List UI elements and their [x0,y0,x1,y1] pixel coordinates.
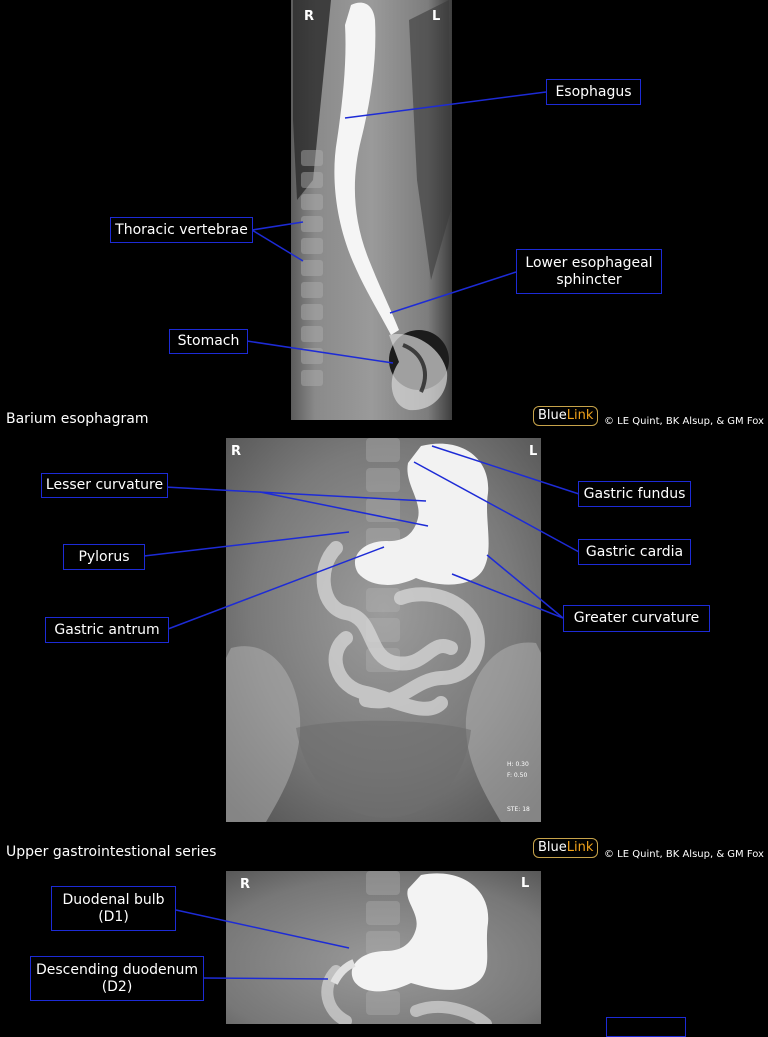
duodenum-xray-image [226,871,541,1024]
descending-duodenum-label: Descending duodenum (D2) [30,956,204,1001]
les-label: Lower esophageal sphincter [516,249,662,294]
thoracic-vertebrae-label: Thoracic vertebrae [110,217,253,243]
greater-curvature-label-text: Greater curvature [573,610,700,626]
greater-curvature-leader-upper [486,554,564,619]
left-side-marker: L [432,9,441,24]
logo-blue-text: Blue [538,408,567,423]
right-side-marker: R [304,9,315,24]
thoracic-vertebrae-label-text: Thoracic vertebrae [115,221,248,238]
ste-metadata: STE: 18 [507,806,530,813]
les-label-line1: Lower esophageal [525,254,653,271]
duodenal-bulb-label-line1: Duodenal bulb [62,891,165,908]
exposure-f: F: 0.50 [507,772,528,779]
descending-duodenum-leader [202,977,329,980]
logo-link-text: Link [566,408,594,423]
pylorus-leader [143,531,350,557]
esophagus-leader [344,91,547,119]
partial-label-cutoff [606,1017,686,1037]
copyright-text: © LE Quint, BK Alsup, & GM Fox [604,849,764,860]
duodenum-panel: R L Duodenal bulb (D1) Descending duoden… [0,870,768,1037]
lesser-curvature-label-text: Lesser curvature [45,477,164,493]
copyright-text: © LE Quint, BK Alsup, & GM Fox [604,416,764,427]
esophagram-caption: Barium esophagram [6,411,149,427]
exposure-h: H: 0.30 [507,761,529,768]
left-side-marker: L [521,876,530,891]
duodenum-leader-lines [175,909,350,980]
gastric-antrum-label: Gastric antrum [45,617,169,643]
lesser-curvature-leader-lower [259,491,429,527]
esophagram-leader-lines [246,91,547,364]
thoracic-vertebrae-leader-lower [251,229,304,262]
stomach-label: Stomach [169,329,248,354]
right-side-marker: R [240,877,251,892]
thoracic-vertebrae-leader-upper [251,221,304,231]
esophagram-xray-image [291,0,452,420]
esophagus-label-text: Esophagus [555,83,632,100]
logo-link-text: Link [566,840,594,855]
upper-gi-caption: Upper gastrointestional series [6,844,217,860]
gastric-cardia-label: Gastric cardia [578,539,691,565]
gastric-antrum-leader [167,546,385,630]
greater-curvature-label: Greater curvature [563,605,710,632]
right-side-marker: R [231,444,242,459]
exposure-metadata: H: 0.30 F: 0.50 [507,759,529,781]
gastric-fundus-leader [431,445,580,495]
logo-blue-text: Blue [538,840,567,855]
lesser-curvature-label: Lesser curvature [41,473,168,498]
gastric-cardia-leader [413,461,580,553]
gastric-fundus-label-text: Gastric fundus [583,485,686,502]
left-side-marker: L [529,444,538,459]
greater-curvature-leader-lower [451,573,564,619]
stomach-label-text: Stomach [177,333,240,349]
upper-gi-leader-lines [143,445,580,630]
duodenal-bulb-leader [175,909,350,949]
gastric-antrum-label-text: Gastric antrum [54,621,160,638]
upper-gi-panel: R L H: 0.30 F: 0.50 STE: 18 Lesser curva… [0,437,768,825]
gastric-cardia-label-text: Gastric cardia [585,543,684,560]
gastric-fundus-label: Gastric fundus [578,481,691,507]
esophagram-panel: R L Esophagus Thoracic vertebrae Lower e… [0,0,768,427]
pylorus-label: Pylorus [63,544,145,570]
pylorus-label-text: Pylorus [78,548,130,565]
esophagus-label: Esophagus [546,79,641,105]
les-label-line2: sphincter [556,271,622,288]
descending-duodenum-label-line1: Descending duodenum [35,961,199,978]
descending-duodenum-label-line2: (D2) [101,978,133,995]
lesser-curvature-leader-upper [164,486,427,502]
duodenal-bulb-label: Duodenal bulb (D1) [51,886,176,931]
duodenal-bulb-label-line2: (D1) [98,908,129,925]
stomach-leader [246,340,394,364]
les-leader [389,271,517,314]
